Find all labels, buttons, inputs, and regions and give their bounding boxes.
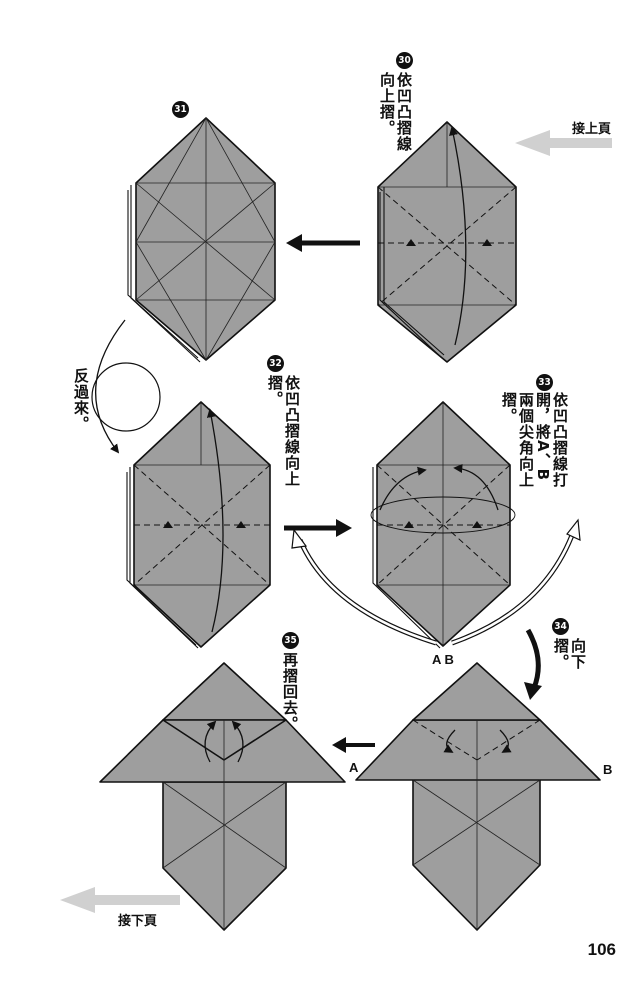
step-30-instruction: 依凹凸摺線向上摺。 bbox=[378, 72, 413, 152]
step-34-instruction: 向下摺。 bbox=[552, 638, 587, 670]
arrow-30-to-31 bbox=[286, 234, 360, 252]
arrow-34-to-35 bbox=[332, 737, 375, 753]
step-34-figure bbox=[355, 662, 601, 931]
step-31-figure bbox=[127, 117, 276, 363]
step-33-instruction: 依凹凸摺線打開，將A、B兩個尖角向上摺。 bbox=[500, 392, 569, 488]
step-35-number: 35 bbox=[282, 632, 299, 649]
label-a: A bbox=[349, 760, 359, 775]
step-35-instruction: 再摺回去。 bbox=[281, 652, 299, 732]
prev-page-label[interactable]: 接下頁 bbox=[118, 914, 158, 929]
next-page-arrow[interactable] bbox=[515, 130, 612, 156]
arrow-32-to-33 bbox=[284, 519, 352, 537]
step-30-figure bbox=[377, 121, 517, 363]
step-32-figure bbox=[126, 401, 271, 649]
step-32-instruction: 依凹凸摺線向上摺。 bbox=[266, 375, 301, 487]
label-a-b: A B bbox=[432, 652, 454, 667]
step-33-number: 33 bbox=[536, 374, 553, 391]
step-32-number: 32 bbox=[267, 355, 284, 372]
label-b: B bbox=[603, 762, 613, 777]
flip-over-symbol bbox=[91, 319, 161, 454]
step-30-number: 30 bbox=[396, 52, 413, 69]
prev-page-arrow[interactable] bbox=[60, 887, 180, 913]
step-31-number: 31 bbox=[172, 101, 189, 118]
flip-instruction: 反過來。 bbox=[72, 368, 90, 432]
arrow-33-to-34 bbox=[524, 628, 542, 700]
step-33-figure bbox=[291, 401, 581, 649]
next-page-label[interactable]: 接上頁 bbox=[572, 122, 612, 137]
page-number: 106 bbox=[587, 940, 616, 959]
step-34-number: 34 bbox=[552, 618, 569, 635]
step-35-figure bbox=[99, 662, 346, 931]
